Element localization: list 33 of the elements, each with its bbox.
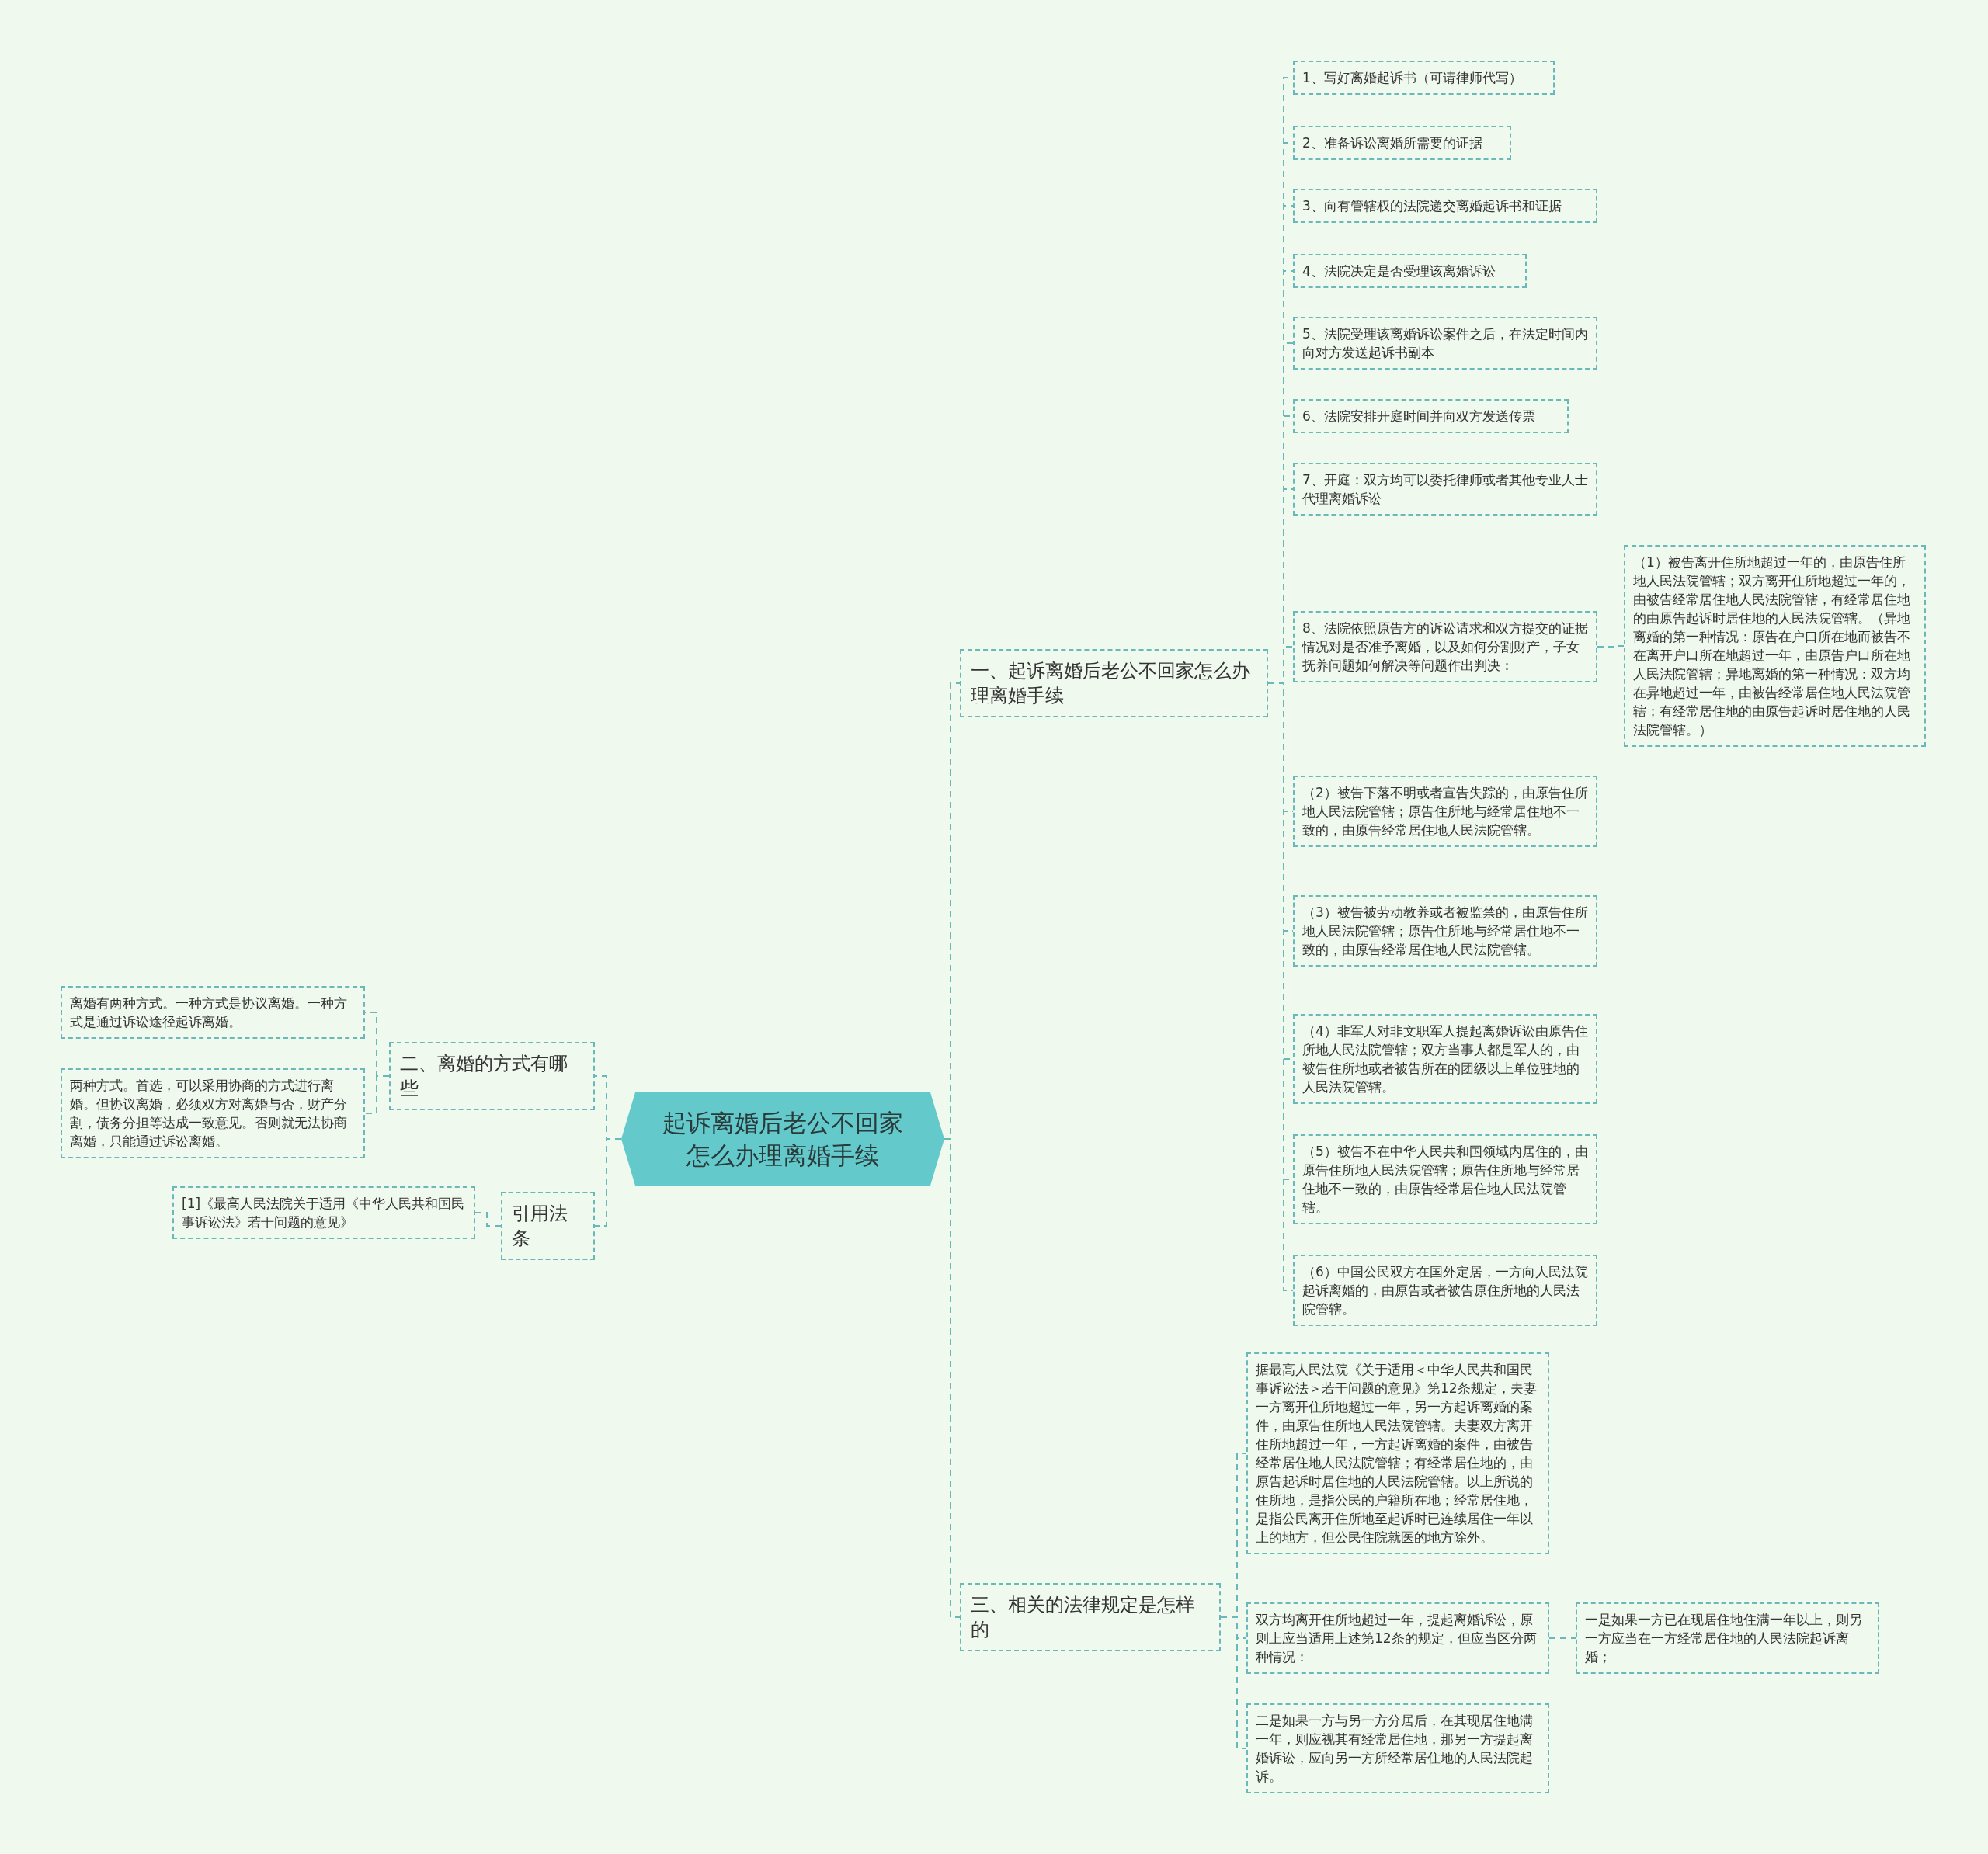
root-topic-hexagon — [621, 1092, 944, 1186]
note-box: 8、法院依照原告方的诉讼请求和双方提交的证据情况对是否准予离婚，以及如何分割财产，子女抚养问题如何解决等问题作出判决： — [1293, 611, 1597, 682]
connector-line — [1220, 1616, 1247, 1749]
note-box: 二是如果一方与另一方分居后，在其现居住地满一年，则应视其有经常居住地，那另一方提起离婚诉讼，应向另一方所经常居住地的人民法院起诉。 — [1246, 1703, 1549, 1793]
note-box: 双方均离开住所地超过一年，提起离婚诉讼，原则上应当适用上述第12条的规定，但应当区分两种情况： — [1246, 1602, 1549, 1674]
note-box: 2、准备诉讼离婚所需要的证据 — [1293, 126, 1511, 160]
note-box: （4）非军人对非文职军人提起离婚诉讼由原告住所地人民法院管辖；双方当事人都是军人的，由被告住所地或者被告所在的团级以上单位驻地的人民法院管辖。 — [1293, 1014, 1597, 1104]
note-box: （3）被告被劳动教养或者被监禁的，由原告住所地人民法院管辖；原告住所地与经常居住地不一致的，由原告经常居住地人民法院管辖。 — [1293, 895, 1597, 967]
branch-box: 一、起诉离婚后老公不回家怎么办理离婚手续 — [960, 649, 1268, 717]
note-box: [1]《最高人民法院关于适用《中华人民共和国民事诉讼法》若干问题的意见》 — [172, 1186, 475, 1239]
branch-box: 引用法条 — [501, 1192, 595, 1260]
note-box: 离婚有两种方式。一种方式是协议离婚。一种方式是通过诉讼途径起诉离婚。 — [61, 986, 365, 1039]
note-box: （2）被告下落不明或者宣告失踪的，由原告住所地人民法院管辖；原告住所地与经常居住地不一致的，由原告经常居住地人民法院管辖。 — [1293, 776, 1597, 847]
note-box: （6）中国公民双方在国外定居，一方向人民法院起诉离婚的，由原告或者被告原住所地的人民法院管辖。 — [1293, 1255, 1597, 1326]
topic-text: 起诉离婚后老公不回家怎么办理离婚手续 — [662, 1108, 904, 1171]
connector-line — [364, 1075, 390, 1114]
connector-line — [1597, 645, 1625, 648]
note-box: 1、写好离婚起诉书（可请律师代写） — [1293, 61, 1555, 95]
note-box: 6、法院安排开庭时间并向双方发送传票 — [1293, 399, 1569, 433]
connector-line — [474, 1212, 502, 1227]
note-box: （1）被告离开住所地超过一年的，由原告住所地人民法院管辖；双方离开住所地超过一年的，由被告经常居住地人民法院管辖，有经常居住地的由原告起诉时居住地的人民法院管辖。（异地离婚的第一种情况：原告在户口所在地而被告不在离开户口所在地超过一年，由原告户口所在地人民法院管辖；异地离婚的第一种情况：双方均在异地超过一年，由被告经常居住地人民法院管辖；有经常居住地的由原告起诉时居住地的人民法院管辖。） — [1624, 545, 1926, 747]
branch-box: 二、离婚的方式有哪些 — [389, 1042, 595, 1110]
connector-line — [1548, 1637, 1576, 1639]
note-box: 3、向有管辖权的法院递交离婚起诉书和证据 — [1293, 189, 1597, 223]
note-box: 据最高人民法院《关于适用＜中华人民共和国民事诉讼法＞若干问题的意见》第12条规定，夫妻一方离开住所地超过一年，另一方起诉离婚的案件，由原告住所地人民法院管辖。夫妻双方离开住所地超过一年，一方起诉离婚的案件，由被告经常居住地人民法院管辖；有经常居住地的，由原告起诉时居住地的人民法院管辖。以上所说的住所地，是指公民的户籍所在地；经常居住地，是指公民离开住所地至起诉时已连续居住一年以上的地方，但公民住院就医的地方除外。 — [1246, 1352, 1549, 1554]
note-box: 一是如果一方已在现居住地住满一年以上，则另一方应当在一方经常居住地的人民法院起诉离婚； — [1576, 1602, 1879, 1674]
note-box: 两种方式。首选，可以采用协商的方式进行离婚。但协议离婚，必须双方对离婚与否，财产分割，债务分担等达成一致意见。否则就无法协商离婚，只能通过诉讼离婚。 — [61, 1068, 365, 1158]
note-box: 7、开庭：双方均可以委托律师或者其他专业人士代理离婚诉讼 — [1293, 463, 1597, 516]
connector-line — [594, 1138, 622, 1227]
branch-box: 三、相关的法律规定是怎样的 — [960, 1583, 1221, 1651]
note-box: 4、法院决定是否受理该离婚诉讼 — [1293, 254, 1527, 288]
note-box: 5、法院受理该离婚诉讼案件之后，在法定时间内向对方发送起诉书副本 — [1293, 317, 1597, 370]
note-box: （5）被告不在中华人民共和国领域内居住的，由原告住所地人民法院管辖；原告住所地与经常居住地不一致的，由原告经常居住地人民法院管辖。 — [1293, 1134, 1597, 1224]
